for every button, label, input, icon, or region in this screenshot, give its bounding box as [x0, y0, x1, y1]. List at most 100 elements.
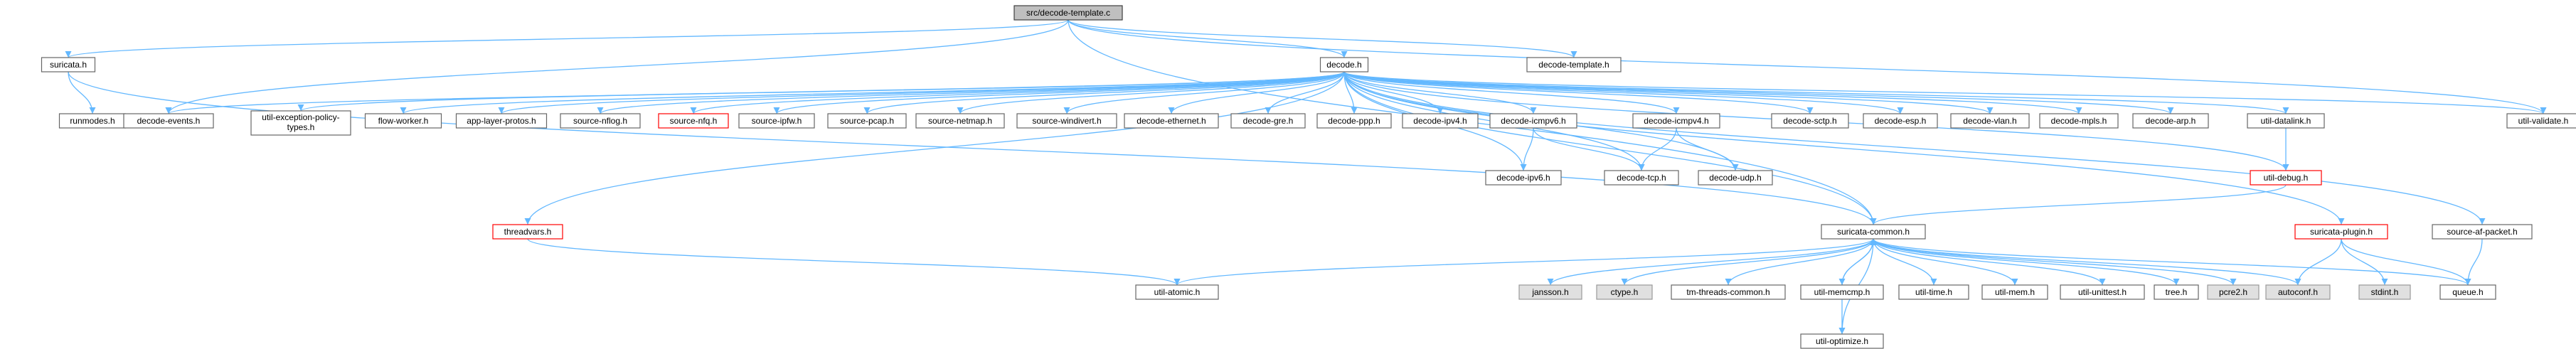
node-box — [1800, 333, 1884, 349]
node-utilmem[interactable]: util-mem.h — [1981, 284, 2048, 300]
node-applayer[interactable]: app-layer-protos.h — [455, 113, 548, 129]
node-decodeipv4[interactable]: decode-ipv4.h — [1402, 113, 1479, 129]
node-box — [1950, 113, 2030, 129]
edge-suricatacommon-to-pcre2 — [1873, 238, 2237, 286]
node-sourcenfq[interactable]: source-nfq.h — [658, 113, 729, 129]
node-jansson[interactable]: jansson.h — [1518, 284, 1582, 300]
node-queue[interactable]: queue.h — [2439, 284, 2496, 300]
node-threadvars[interactable]: threadvars.h — [492, 224, 563, 240]
node-decodearp[interactable]: decode-arp.h — [2132, 113, 2209, 129]
node-box — [455, 113, 548, 129]
node-box — [2294, 224, 2388, 240]
edge-decodeh-to-sourcenfq — [690, 71, 1345, 114]
edge-decodeh-to-suricataplugin — [1343, 71, 2345, 225]
node-box — [1604, 170, 1679, 186]
node-decodeipv6[interactable]: decode-ipv6.h — [1485, 170, 1562, 186]
node-label: util-debug.h — [2264, 173, 2309, 183]
node-box — [2154, 284, 2199, 300]
node-label: stdint.h — [2371, 287, 2399, 297]
edge-decodeicmpv6-to-decodetcp — [1533, 127, 1645, 171]
edge-decodeh-to-decodeicmpv4 — [1343, 71, 1680, 114]
node-box — [738, 113, 815, 129]
node-label: decode-icmpv4.h — [1644, 116, 1708, 126]
node-stdint[interactable]: stdint.h — [2358, 284, 2411, 300]
node-utilexception[interactable]: util-exception-policy-types.h — [250, 110, 351, 136]
node-box — [1632, 113, 1720, 129]
node-utilunittest[interactable]: util-unittest.h — [2060, 284, 2145, 300]
node-label: decode-ethernet.h — [1137, 116, 1205, 126]
node-decodegre[interactable]: decode-gre.h — [1230, 113, 1306, 129]
node-sourcepcap[interactable]: source-pcap.h — [827, 113, 907, 129]
node-utiloptimize[interactable]: util-optimize.h — [1800, 333, 1884, 349]
edge-suricataplugin-to-queue — [2341, 238, 2471, 286]
node-root[interactable]: src/decode-template.c — [1013, 5, 1123, 21]
node-label: source-af-packet.h — [2447, 227, 2517, 237]
node-box — [827, 113, 907, 129]
node-decodeethernet[interactable]: decode-ethernet.h — [1124, 113, 1219, 129]
node-tree[interactable]: tree.h — [2154, 284, 2199, 300]
node-runmodes[interactable]: runmodes.h — [58, 113, 127, 129]
node-label: queue.h — [2452, 287, 2483, 297]
node-label: source-ipfw.h — [752, 116, 802, 126]
node-decodempls[interactable]: decode-mpls.h — [2039, 113, 2119, 129]
node-suricata[interactable]: suricata.h — [41, 57, 96, 73]
node-label: source-nflog.h — [573, 116, 627, 126]
node-label: util-optimize.h — [1816, 336, 1868, 346]
node-decodesctp[interactable]: decode-sctp.h — [1771, 113, 1849, 129]
edge-threadvars-to-utilatomic — [527, 238, 1181, 286]
node-utilvalidate[interactable]: util-validate.h — [2506, 113, 2576, 129]
node-label: autoconf.h — [2278, 287, 2318, 297]
node-sourcewindivert[interactable]: source-windivert.h — [1016, 113, 1117, 129]
node-utiltime[interactable]: util-time.h — [1898, 284, 1969, 300]
node-sourcenetmap[interactable]: source-netmap.h — [915, 113, 1005, 129]
node-label: util-mem.h — [1995, 287, 2035, 297]
node-decodetemplate[interactable]: decode-template.h — [1526, 57, 1622, 73]
node-label: source-windivert.h — [1032, 116, 1101, 126]
edge-decodeh-to-sourceipfw — [773, 71, 1345, 114]
node-flowworker[interactable]: flow-worker.h — [364, 113, 442, 129]
edge-decodeh-to-suricatacommon — [1343, 71, 1877, 225]
node-decodevlan[interactable]: decode-vlan.h — [1950, 113, 2030, 129]
node-utilmemcmp[interactable]: util-memcmp.h — [1800, 284, 1884, 300]
node-decodeicmpv6[interactable]: decode-icmpv6.h — [1489, 113, 1577, 129]
node-tmthreads[interactable]: tm-threads-common.h — [1671, 284, 1786, 300]
node-decodeevents[interactable]: decode-events.h — [123, 113, 214, 129]
node-ctype[interactable]: ctype.h — [1596, 284, 1653, 300]
edge-decodeh-to-decodevlan — [1343, 71, 1994, 114]
node-decodeesp[interactable]: decode-esp.h — [1863, 113, 1938, 129]
node-sourcenflog[interactable]: source-nflog.h — [560, 113, 641, 129]
node-box — [1981, 284, 2048, 300]
node-autoconf[interactable]: autoconf.h — [2265, 284, 2331, 300]
node-decodeicmpv4[interactable]: decode-icmpv4.h — [1632, 113, 1720, 129]
edge-decodeh-to-utilexception — [297, 71, 1345, 112]
edge-decodeh-to-sourceafpacket — [1343, 71, 2486, 225]
node-utildebug[interactable]: util-debug.h — [2250, 170, 2322, 186]
node-utilatomic[interactable]: util-atomic.h — [1135, 284, 1219, 300]
node-box — [1316, 113, 1392, 129]
node-box — [1596, 284, 1653, 300]
node-utildatalink[interactable]: util-datalink.h — [2247, 113, 2325, 129]
node-box — [492, 224, 563, 240]
node-decodeh[interactable]: decode.h — [1319, 57, 1369, 73]
node-sourceafpacket[interactable]: source-af-packet.h — [2432, 224, 2533, 240]
node-decodeppp[interactable]: decode-ppp.h — [1316, 113, 1392, 129]
node-pcre2[interactable]: pcre2.h — [2207, 284, 2260, 300]
node-box — [1016, 113, 1117, 129]
node-sourceipfw[interactable]: source-ipfw.h — [738, 113, 815, 129]
node-label: decode-ipv4.h — [1413, 116, 1467, 126]
node-decodetcp[interactable]: decode-tcp.h — [1604, 170, 1679, 186]
node-decodeudp[interactable]: decode-udp.h — [1698, 170, 1773, 186]
node-label: decode-sctp.h — [1783, 116, 1836, 126]
node-suricatacommon[interactable]: suricata-common.h — [1821, 224, 1926, 240]
edge-suricatacommon-to-tmthreads — [1725, 238, 1874, 286]
node-label: decode-gre.h — [1243, 116, 1294, 126]
node-label: decode.h — [1326, 60, 1361, 70]
node-label: suricata.h — [50, 60, 87, 70]
node-suricataplugin[interactable]: suricata-plugin.h — [2294, 224, 2388, 240]
node-label: decode-tcp.h — [1617, 173, 1666, 183]
node-box — [1898, 284, 1969, 300]
edge-decodeh-to-sourcepcap — [863, 71, 1345, 114]
node-box — [2439, 284, 2496, 300]
edge-decodeh-to-sourcenetmap — [957, 71, 1345, 114]
node-box — [2039, 113, 2119, 129]
